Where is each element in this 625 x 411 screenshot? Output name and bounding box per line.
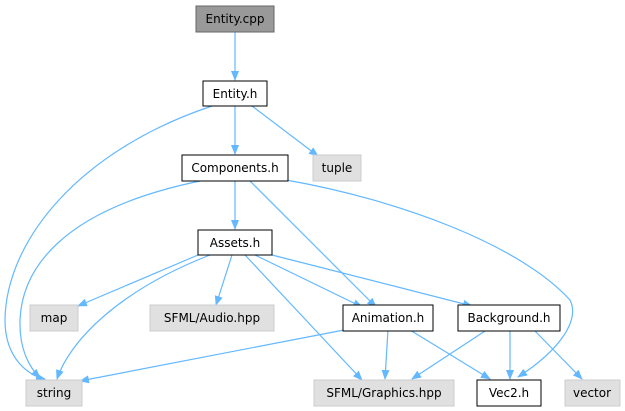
edge-entity-h-to-tuple bbox=[251, 105, 319, 157]
node-label: Background.h bbox=[467, 311, 550, 325]
edge-animation-h-to-string bbox=[79, 329, 345, 384]
edge-assets-h-to-sfml-graphics bbox=[244, 254, 363, 381]
edge-assets-h-to-background-h bbox=[271, 254, 473, 308]
node-vector[interactable]: vector bbox=[564, 379, 621, 407]
node-label: Assets.h bbox=[210, 236, 260, 250]
edges-layer bbox=[4, 32, 583, 384]
node-label: Entity.cpp bbox=[206, 12, 265, 26]
node-label: Entity.h bbox=[213, 87, 258, 101]
edge-background-h-to-sfml-graphics bbox=[411, 330, 486, 380]
node-entity-h[interactable]: Entity.h bbox=[202, 80, 268, 107]
node-animation-h[interactable]: Animation.h bbox=[342, 304, 434, 332]
node-label: SFML/Graphics.hpp bbox=[326, 386, 441, 400]
node-label: map bbox=[41, 311, 68, 325]
edge-assets-h-to-animation-h bbox=[254, 254, 363, 308]
edge-components-h-to-animation-h bbox=[249, 180, 377, 308]
edge-background-h-to-vector bbox=[534, 330, 583, 380]
nodes-layer: Entity.cpp Entity.h Components.h tuple A… bbox=[25, 5, 621, 407]
edge-assets-h-to-sfml-audio bbox=[214, 254, 233, 306]
node-label: Animation.h bbox=[352, 311, 425, 325]
edge-animation-h-to-sfml-graphics bbox=[381, 329, 390, 380]
edge-components-h-to-vec2-h bbox=[285, 179, 574, 378]
node-string[interactable]: string bbox=[25, 379, 83, 407]
node-sfml-graphics[interactable]: SFML/Graphics.hpp bbox=[313, 379, 455, 407]
node-entity-cpp[interactable]: Entity.cpp bbox=[195, 5, 275, 33]
edge-assets-h-to-string bbox=[56, 254, 211, 380]
node-background-h[interactable]: Background.h bbox=[457, 304, 561, 332]
node-assets-h[interactable]: Assets.h bbox=[197, 229, 273, 256]
node-map[interactable]: map bbox=[29, 304, 79, 332]
edge-components-h-to-string bbox=[19, 180, 201, 379]
node-label: SFML/Audio.hpp bbox=[164, 311, 260, 325]
edge-assets-h-to-map bbox=[77, 254, 199, 307]
node-vec2-h[interactable]: Vec2.h bbox=[476, 379, 542, 407]
edge-entity-h-to-string bbox=[4, 105, 213, 382]
node-components-h[interactable]: Components.h bbox=[181, 154, 289, 182]
node-label: string bbox=[37, 386, 71, 400]
node-label: Vec2.h bbox=[489, 386, 529, 400]
node-sfml-audio[interactable]: SFML/Audio.hpp bbox=[149, 304, 275, 332]
node-label: Components.h bbox=[191, 161, 278, 175]
node-tuple[interactable]: tuple bbox=[312, 154, 362, 182]
node-label: vector bbox=[573, 386, 611, 400]
node-label: tuple bbox=[322, 161, 353, 175]
